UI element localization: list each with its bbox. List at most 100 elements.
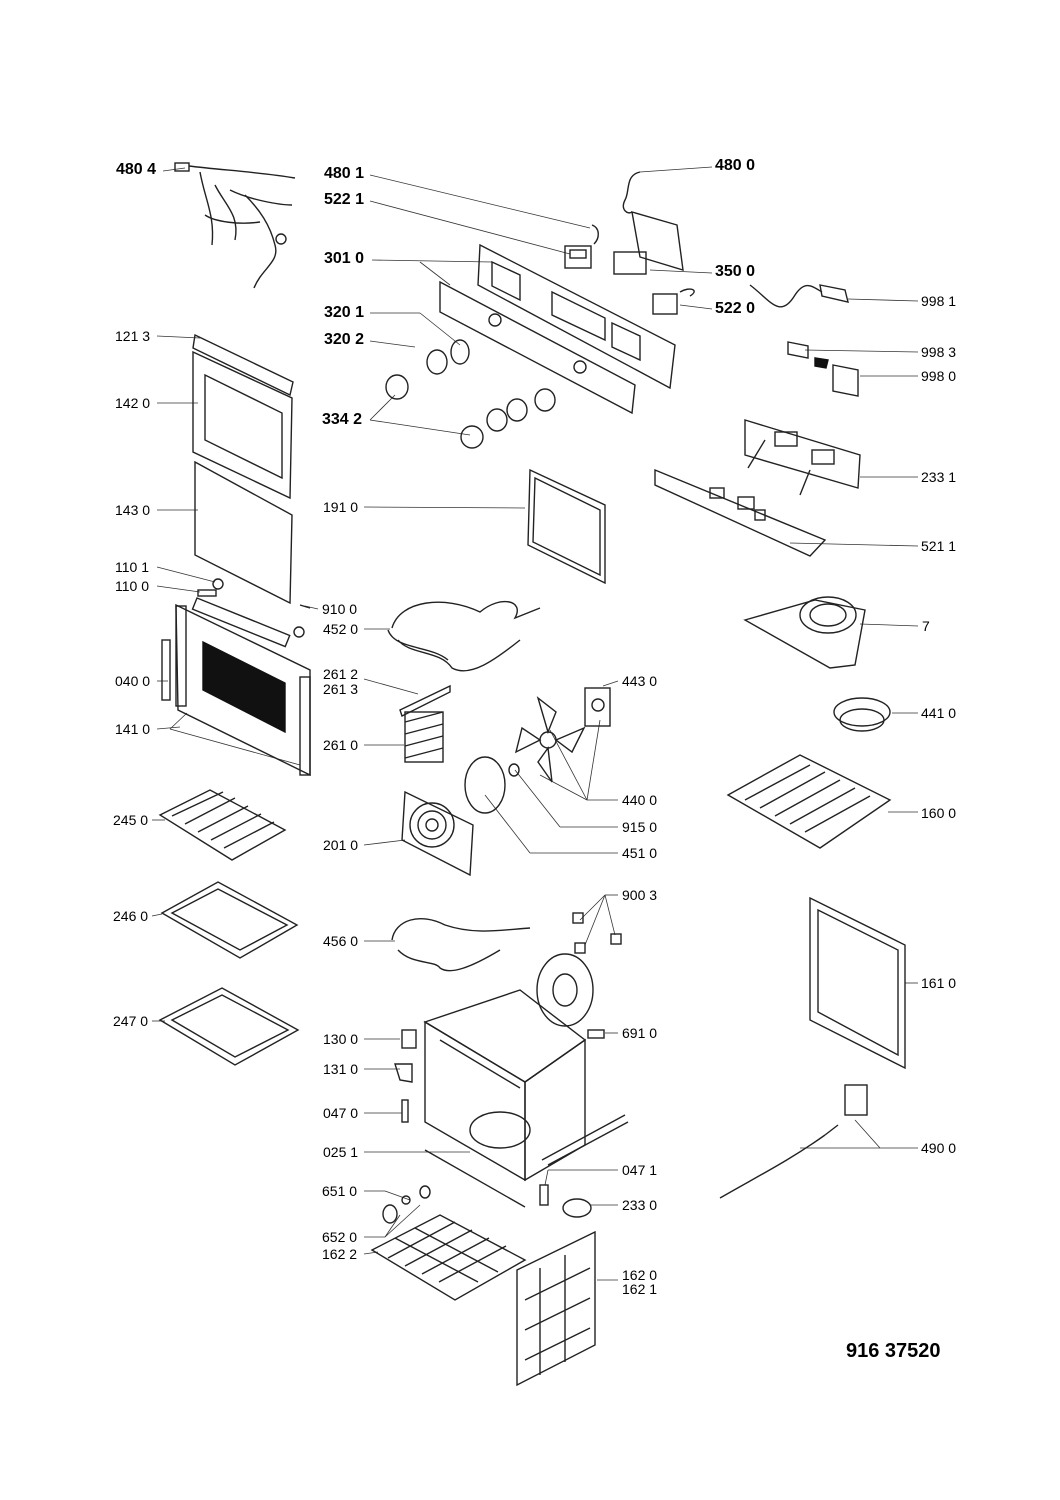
label-121-3: 121 3 <box>115 328 151 344</box>
label-320-1: 320 1 <box>324 304 365 321</box>
label-110-1: 110 1 <box>115 559 149 575</box>
side-panel-161-0 <box>809 896 906 1070</box>
glass-143-0 <box>194 460 293 605</box>
label-320-2: 320 2 <box>324 331 365 348</box>
label-160-0: 160 0 <box>921 805 957 821</box>
label-131-0: 131 0 <box>323 1061 359 1077</box>
label-261-0: 261 0 <box>323 737 359 753</box>
rack-162-2 <box>370 1214 527 1301</box>
label-452-0: 452 0 <box>323 621 359 637</box>
fan-housing-7 <box>743 596 866 669</box>
fan-motor-441-0 <box>833 697 891 732</box>
label-162-0: 162 0 <box>622 1267 658 1283</box>
motor-443-0 <box>584 687 611 727</box>
fan-blade-plate <box>536 953 594 1027</box>
cable-998-1 <box>749 284 849 308</box>
parts-651-652 <box>382 1185 431 1224</box>
rail-047-1 <box>539 1114 629 1206</box>
label-301-0: 301 0 <box>324 250 365 267</box>
module-998-3 <box>787 341 829 369</box>
label-998-0: 998 0 <box>921 368 957 384</box>
label-440-0: 440 0 <box>622 792 658 808</box>
label-910-0: 910 0 <box>322 601 358 617</box>
label-201-0: 201 0 <box>323 837 359 853</box>
label-451-0: 451 0 <box>622 845 658 861</box>
label-456-0: 456 0 <box>323 933 359 949</box>
label-334-2: 334 2 <box>322 411 363 428</box>
switch-522-0 <box>652 288 695 315</box>
label-691-0: 691 0 <box>622 1025 658 1041</box>
bracket-233-1 <box>744 419 861 496</box>
label-162-1: 162 1 <box>622 1281 658 1297</box>
label-047-1: 047 1 <box>622 1162 658 1178</box>
label-143-0: 143 0 <box>115 502 151 518</box>
screw-910-0 <box>299 604 311 609</box>
rack-162-0 <box>516 1230 596 1387</box>
label-480-0: 480 0 <box>715 157 756 174</box>
label-480-4: 480 4 <box>116 161 157 178</box>
fan-cover-201-0 <box>401 790 474 877</box>
label-652-0: 652 0 <box>322 1229 358 1245</box>
ring-element-451-0 <box>464 756 520 814</box>
bottom-element-456-0 <box>391 917 531 972</box>
label-025-1: 025 1 <box>323 1144 359 1160</box>
rack-245-0 <box>158 789 287 861</box>
label-161-0: 161 0 <box>921 975 957 991</box>
label-233-1: 233 1 <box>921 469 957 485</box>
glass-142-0 <box>192 350 293 500</box>
label-245-0: 245 0 <box>113 812 149 828</box>
gasket-191-0 <box>527 468 606 585</box>
label-998-1: 998 1 <box>921 293 957 309</box>
wire-480-1 <box>591 224 599 245</box>
label-130-0: 130 0 <box>323 1031 359 1047</box>
label-490-0: 490 0 <box>921 1140 957 1156</box>
knob-parts-320 <box>385 339 470 400</box>
switch-522-1 <box>564 245 592 269</box>
parts-110 <box>197 578 305 638</box>
tray-246-0 <box>160 881 299 959</box>
label-915-0: 915 0 <box>622 819 658 835</box>
label-998-3: 998 3 <box>921 344 957 360</box>
leader-lines <box>151 166 919 1281</box>
bracket-350-0 <box>613 211 684 275</box>
tray-247-0 <box>158 987 300 1066</box>
knob-parts-334-2 <box>460 388 556 449</box>
oven-cavity-025-1 <box>423 989 587 1208</box>
label-522-0: 522 0 <box>715 300 756 317</box>
panel-301-0 <box>439 243 676 415</box>
label-480-1: 480 1 <box>324 165 365 182</box>
label-443-0: 443 0 <box>622 673 658 689</box>
lamp-691-0 <box>587 1029 605 1039</box>
rack-160-0 <box>726 754 892 849</box>
wire-480-0 <box>622 171 641 214</box>
label-522-1: 522 1 <box>324 191 365 208</box>
board-521-1 <box>654 468 827 557</box>
document-number: 916 37520 <box>846 1340 941 1362</box>
label-191-0: 191 0 <box>323 499 359 515</box>
connector-490-0 <box>719 1084 868 1199</box>
label-142-0: 142 0 <box>115 395 151 411</box>
label-233-0: 233 0 <box>622 1197 658 1213</box>
label-040-0: 040 0 <box>115 673 151 689</box>
label-651-0: 651 0 <box>322 1183 358 1199</box>
label-350-0: 350 0 <box>715 263 756 280</box>
door-frame-121-3 <box>192 333 294 397</box>
grill-element-452-0 <box>387 600 541 672</box>
module-998-0 <box>832 364 859 397</box>
label-246-0: 246 0 <box>113 908 149 924</box>
cover-233-0 <box>562 1198 592 1218</box>
parts-130-131-047 <box>394 1029 417 1123</box>
label-900-3: 900 3 <box>622 887 658 903</box>
door-141-0 <box>161 597 311 777</box>
label-261-3: 261 3 <box>323 681 359 697</box>
label-247-0: 247 0 <box>113 1013 149 1029</box>
label-047-0: 047 0 <box>323 1105 359 1121</box>
wiring-harness-480-4 <box>174 162 296 289</box>
label-162-2: 162 2 <box>322 1246 358 1262</box>
label-141-0: 141 0 <box>115 721 151 737</box>
label-521-1: 521 1 <box>921 538 957 554</box>
label-441-0: 441 0 <box>921 705 957 721</box>
label-261-2: 261 2 <box>323 666 359 682</box>
label-110-0: 110 0 <box>115 578 149 594</box>
